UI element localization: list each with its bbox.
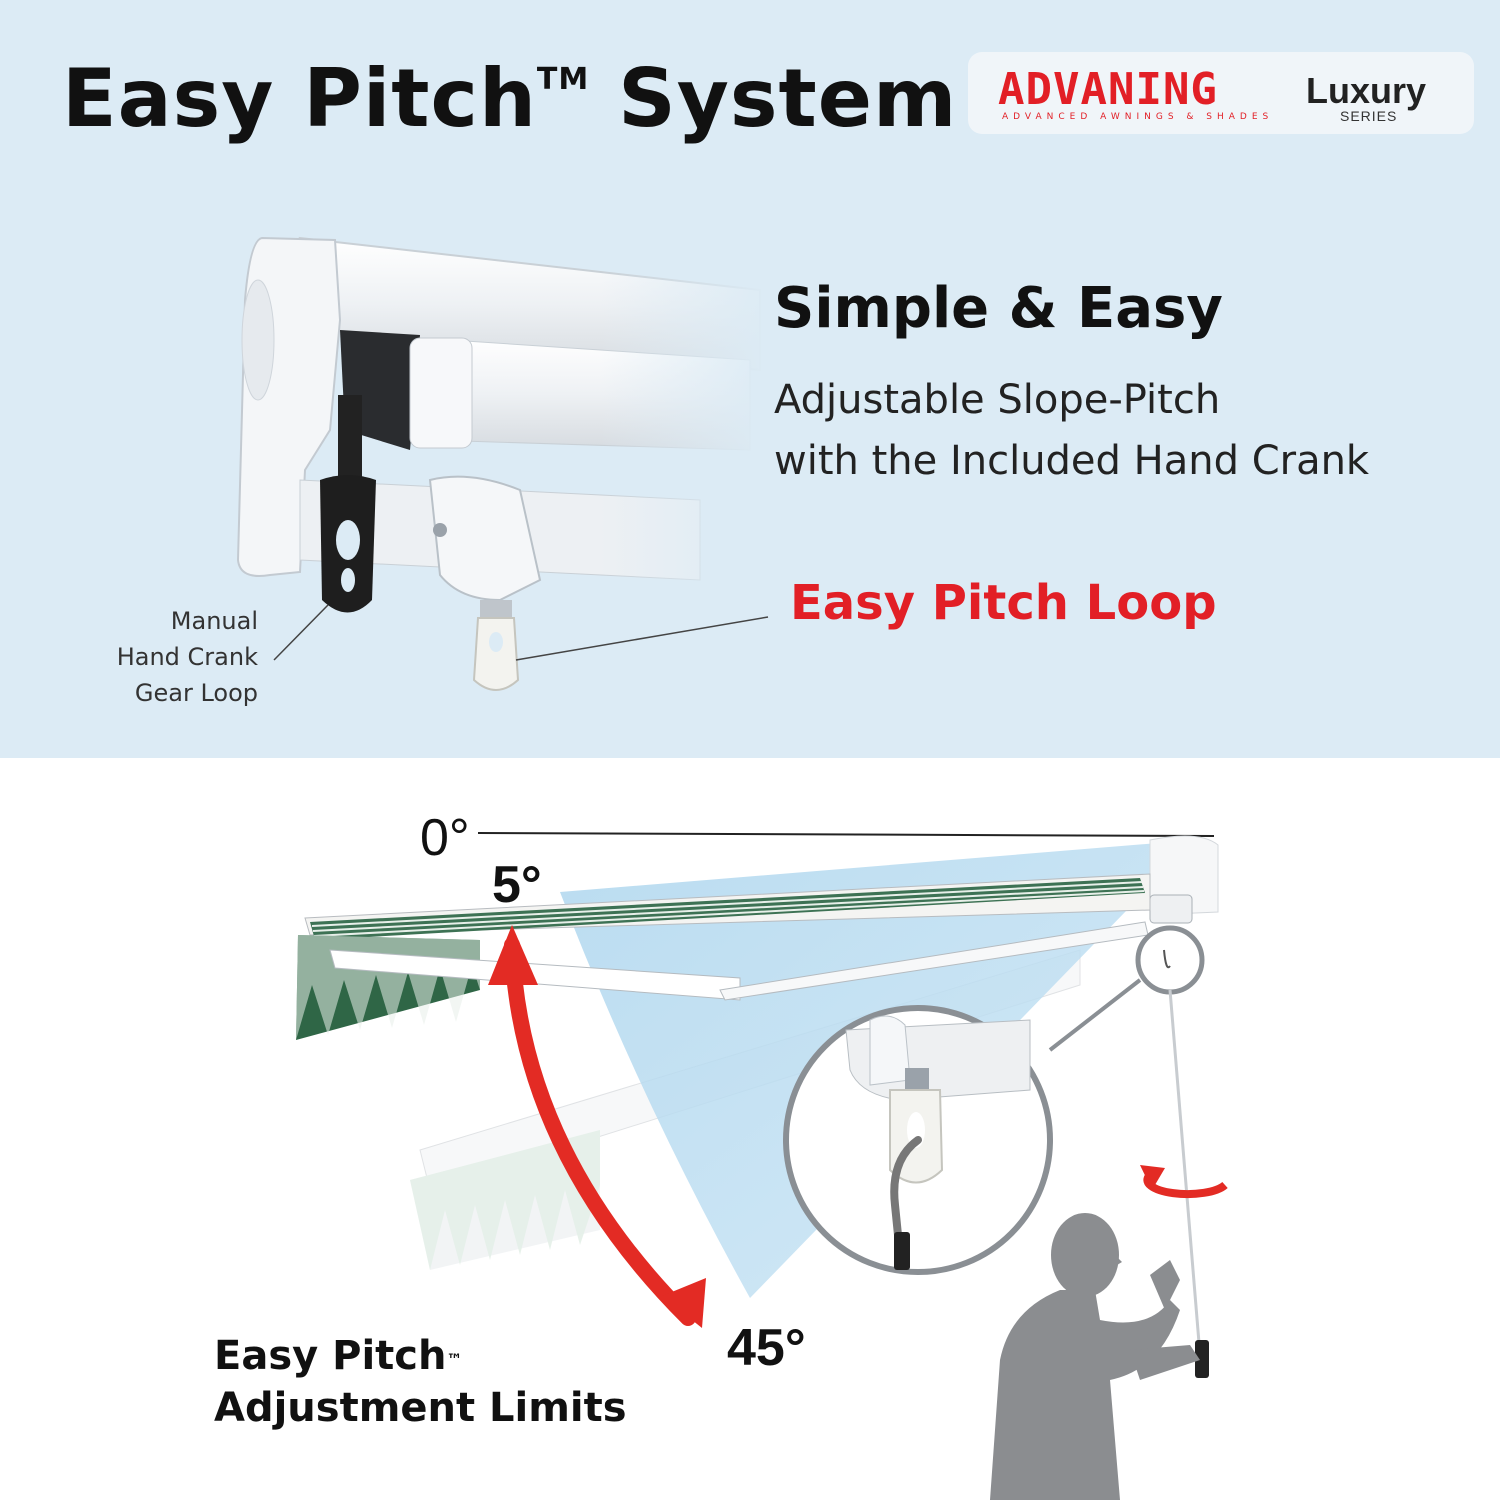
person-silhouette xyxy=(990,1213,1200,1500)
angle-min-label: 5° xyxy=(492,856,542,914)
arrow-head-up xyxy=(488,925,538,985)
rotation-arrow-icon xyxy=(1143,1172,1228,1199)
awning-valance xyxy=(296,935,480,1040)
easy-pitch-loop-label: Easy Pitch Loop xyxy=(790,575,1217,631)
page-title: Easy PitchTM System xyxy=(62,52,958,145)
feature-description: Adjustable Slope-Pitch with the Included… xyxy=(774,370,1369,492)
angle-max-label: 45° xyxy=(727,1319,806,1377)
adjustment-limits-label: Easy Pitch™ Adjustment Limits xyxy=(214,1333,627,1431)
feature-desc-line2: with the Included Hand Crank xyxy=(774,438,1370,484)
loop-callout-line xyxy=(515,616,769,661)
zero-reference-line xyxy=(477,832,1215,837)
awning-bracket-illustration xyxy=(236,230,770,691)
brand-luxury: Luxury xyxy=(1306,70,1427,111)
crank-callout-line xyxy=(273,604,329,661)
feature-desc-line1: Adjustable Slope-Pitch xyxy=(774,377,1221,423)
crank-callout-label: Manual Hand Crank Gear Loop xyxy=(116,607,258,707)
brand-series: SERIES xyxy=(1340,108,1398,124)
awning-fabric xyxy=(310,878,1145,940)
brand-logo-text: ADVANING xyxy=(998,64,1218,115)
bracket-detail-marker xyxy=(1135,925,1205,995)
brand-badge: ADVANING ADVANCED AWNINGS & SHADES Luxur… xyxy=(968,52,1474,134)
crank-rod xyxy=(1168,989,1202,1356)
feature-heading: Simple & Easy xyxy=(774,276,1223,341)
arrow-head-down xyxy=(662,1278,706,1328)
pitch-range-arrow xyxy=(504,937,696,1326)
brand-tagline: ADVANCED AWNINGS & SHADES xyxy=(1002,112,1274,122)
angle-zero-label: 0° xyxy=(420,809,470,867)
